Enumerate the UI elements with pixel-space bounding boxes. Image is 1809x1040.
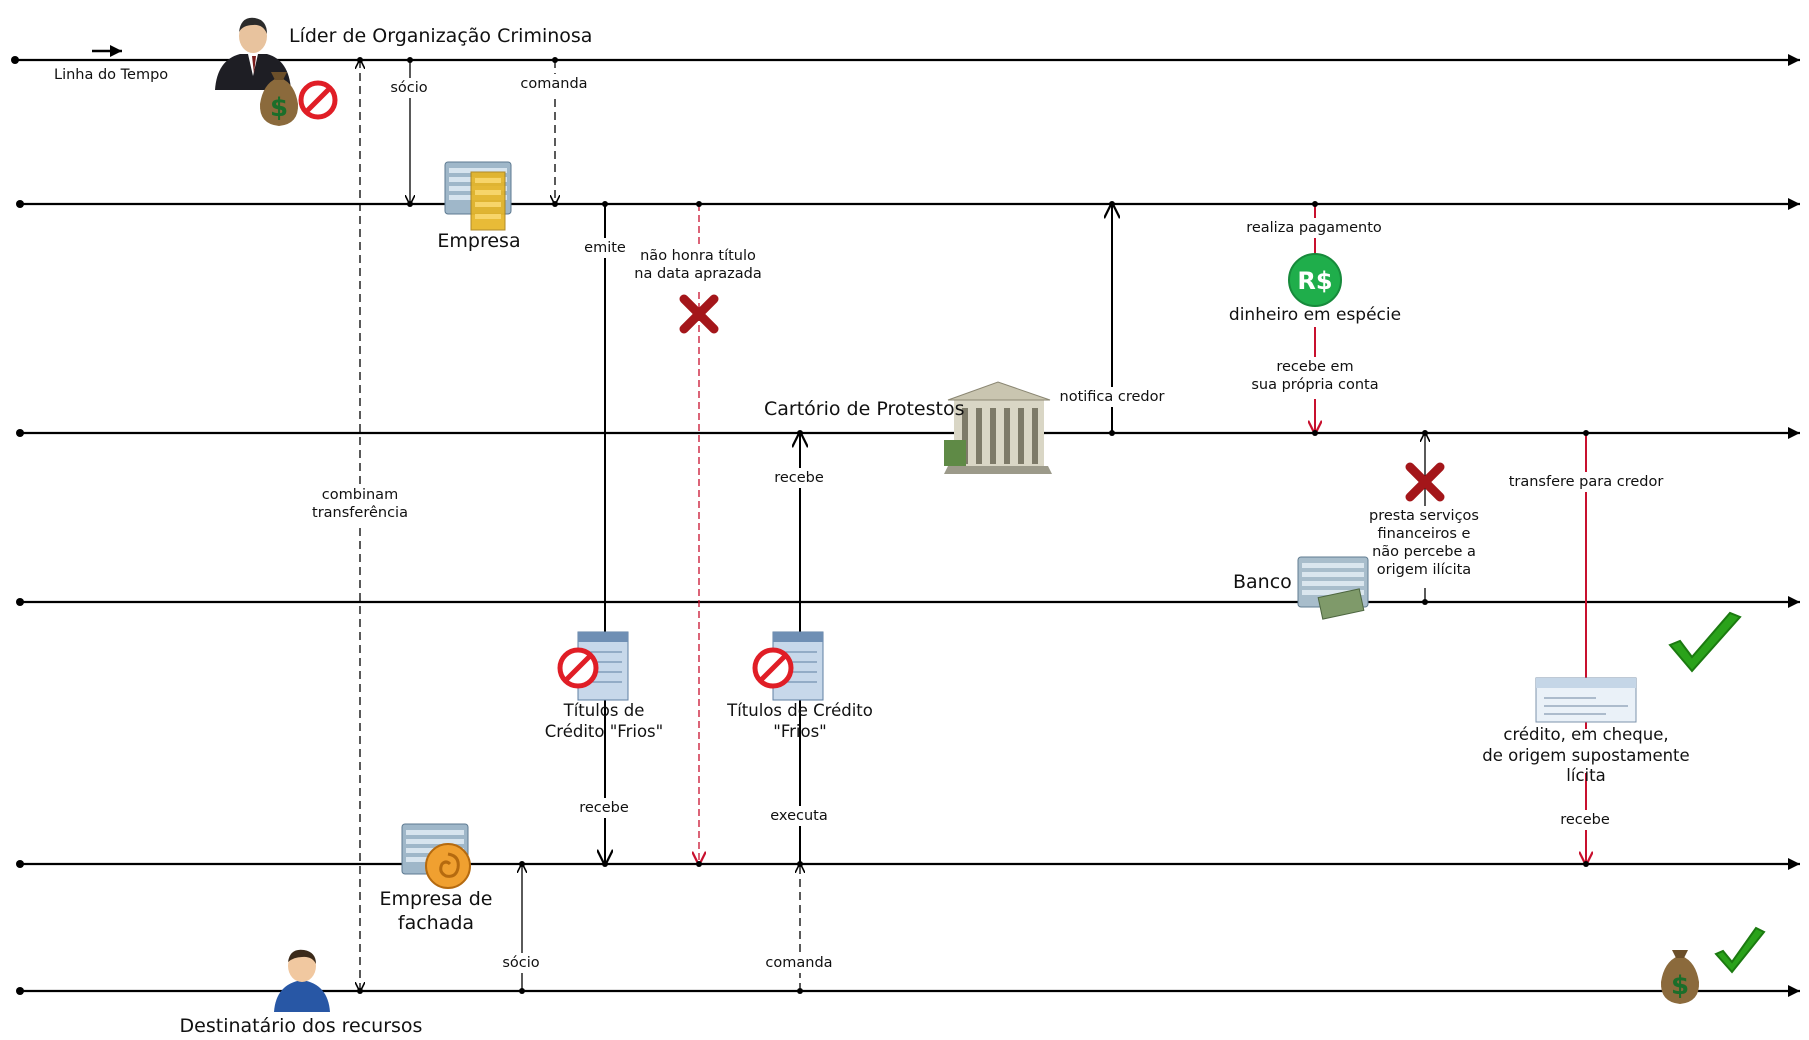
- timeline-label: Linha do Tempo: [54, 67, 169, 83]
- actor-bank: Banco: [1233, 571, 1292, 593]
- junction-dots: [357, 57, 1589, 994]
- label-titulos-1: Títulos de Crédito "Frios": [544, 701, 664, 741]
- label-presta: presta serviços financeiros e não perceb…: [1369, 508, 1479, 579]
- prohibited-icon: [752, 647, 794, 689]
- bank-server-icon: [1297, 556, 1369, 620]
- label-recebe-cheque: recebe: [1560, 812, 1610, 828]
- label-dinheiro: dinheiro em espécie: [1228, 305, 1402, 325]
- label-nao-honra: não honra título na data aprazada: [634, 248, 762, 283]
- actor-company: Empresa: [437, 230, 521, 252]
- actor-recipient: Destinatário dos recursos: [179, 1015, 423, 1037]
- label-transfere: transfere para credor: [1508, 474, 1664, 490]
- label-comanda-bottom: comanda: [765, 955, 833, 971]
- label-executa: executa: [770, 808, 828, 824]
- lifelines: [15, 54, 1800, 997]
- label-combinam: combinam transferência: [312, 487, 408, 522]
- svg-text:R$: R$: [1297, 267, 1332, 295]
- red-x-icon: [1405, 462, 1445, 502]
- prohibited-icon: [298, 80, 338, 120]
- svg-text:$: $: [270, 93, 288, 123]
- notary-building-icon: [944, 381, 1052, 474]
- label-comanda-top: comanda: [520, 76, 588, 92]
- label-credito: crédito, em cheque, de origem supostamen…: [1482, 725, 1690, 786]
- label-recebe-cartorio: recebe: [774, 470, 824, 486]
- label-socio-bottom: sócio: [502, 955, 540, 971]
- cheque-icon: [1535, 677, 1637, 723]
- actor-leader: Líder de Organização Criminosa: [289, 25, 593, 47]
- label-realiza: realiza pagamento: [1246, 220, 1382, 236]
- label-recebe-titulos: recebe: [579, 800, 629, 816]
- front-company-icon: [401, 823, 471, 889]
- actor-front-company: Empresa de fachada: [379, 888, 493, 934]
- green-check-icon: [1714, 926, 1766, 974]
- company-building-icon: [444, 161, 512, 231]
- actor-notary: Cartório de Protestos: [764, 398, 965, 420]
- red-x-icon: [679, 294, 719, 334]
- label-titulos-2: Títulos de Crédito "Frios": [727, 701, 873, 741]
- svg-text:$: $: [1671, 971, 1689, 1001]
- label-socio-top: sócio: [390, 80, 428, 96]
- person-icon: [274, 949, 330, 1012]
- green-check-icon: [1668, 611, 1742, 673]
- money-bag-icon: $: [259, 72, 299, 126]
- money-badge-icon: R$: [1288, 253, 1342, 307]
- label-emite: emite: [584, 240, 626, 256]
- prohibited-icon: [557, 647, 599, 689]
- lifeline-start-dots: [11, 56, 24, 995]
- label-notifica: notifica credor: [1059, 389, 1165, 405]
- money-bag-icon: $: [1660, 950, 1700, 1004]
- label-recebe-conta: recebe em sua própria conta: [1251, 359, 1379, 394]
